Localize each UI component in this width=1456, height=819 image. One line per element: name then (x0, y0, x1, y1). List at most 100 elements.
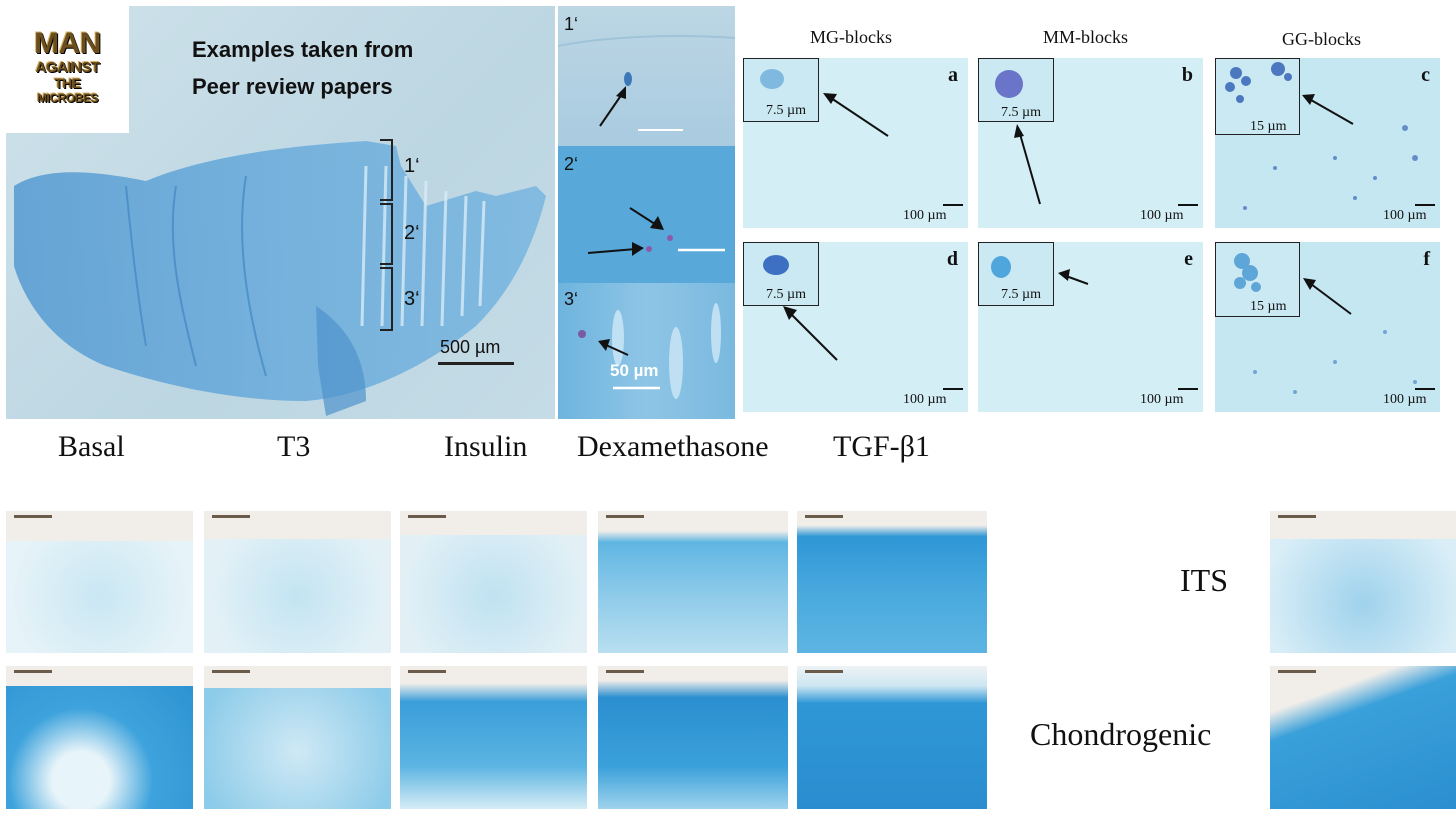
logo-line-3: THE (54, 75, 81, 91)
scale-label: 100 µm (1140, 392, 1184, 407)
particle-illustration (995, 70, 1023, 98)
detail-label-2: 2‘ (564, 154, 579, 174)
tile-scale-bar (408, 515, 446, 518)
tile-its-right (1270, 511, 1456, 653)
tile-scale-bar (14, 670, 52, 673)
arrow-icon (558, 35, 735, 131)
section-brackets (380, 139, 393, 331)
scale-bar (1178, 388, 1198, 390)
tile-scale-bar (1278, 670, 1316, 673)
brand-logo: MAN AGAINST THE MICROBES (6, 6, 129, 133)
scale-bar (1415, 388, 1435, 390)
inset-scale-label: 7.5 µm (766, 103, 806, 118)
inset-scale-label: 15 µm (1250, 119, 1287, 134)
tile-chondro-t3 (204, 666, 391, 809)
inset-image: 7.5 µm (743, 242, 819, 306)
inset-scale-label: 7.5 µm (1001, 105, 1041, 120)
detail-panel-2: 2‘ (558, 146, 735, 285)
main-scale-bar (438, 362, 514, 365)
inset-image: 15 µm (1215, 58, 1300, 135)
tile-scale-bar (805, 515, 843, 518)
grid-cell-f: 15 µm f 100 µm (1215, 242, 1440, 412)
arrow-icon (587, 207, 725, 256)
tissue-section-illustration (14, 141, 546, 416)
scale-label: 100 µm (1140, 208, 1184, 223)
scale-bar (1178, 204, 1198, 206)
cell-letter: a (948, 64, 958, 86)
cell-letter: e (1184, 248, 1193, 270)
tile-scale-bar (805, 670, 843, 673)
cell-letter: c (1421, 64, 1430, 86)
logo-line-4: MICROBES (37, 91, 98, 105)
tile-chondro-insulin (400, 666, 587, 809)
detail-label-3: 3‘ (564, 289, 579, 309)
bracket-label-3: 3‘ (404, 288, 420, 310)
tile-chondro-right (1270, 666, 1456, 809)
tile-scale-bar (408, 670, 446, 673)
column-header-mg: MG-blocks (810, 27, 892, 47)
inset-scale-label: 15 µm (1250, 299, 1287, 314)
scale-label: 100 µm (903, 208, 947, 223)
grid-cell-e: 7.5 µm e 100 µm (978, 242, 1203, 412)
particle-illustration (763, 255, 789, 275)
bracket-label-1: 1‘ (404, 155, 420, 177)
grid-cell-a: 7.5 µm a 100 µm (743, 58, 968, 228)
detail-label-1: 1‘ (564, 14, 579, 34)
tile-scale-bar (212, 515, 250, 518)
inset-scale-label: 7.5 µm (1001, 287, 1041, 302)
tile-its-tgf (797, 511, 987, 653)
treatment-label-dexamethasone: Dexamethasone (577, 430, 769, 463)
inset-image: 7.5 µm (978, 58, 1054, 122)
detail-panel-1: 1‘ (558, 6, 735, 146)
treatment-label-tgf: TGF-β1 (833, 430, 930, 463)
row-label-chondrogenic: Chondrogenic (1030, 716, 1212, 752)
inset-image: 7.5 µm (743, 58, 819, 122)
tile-its-insulin (400, 511, 587, 653)
inset-scale-label: 7.5 µm (766, 287, 806, 302)
cell-letter: d (946, 248, 958, 270)
tile-scale-bar (606, 670, 644, 673)
grid-cell-c: 15 µm c 100 µm (1215, 58, 1440, 228)
treatment-label-insulin: Insulin (444, 430, 528, 463)
tile-its-dexamethasone (598, 511, 788, 653)
detail-panel-3: 3‘ 50 µm (558, 283, 735, 419)
scale-label: 100 µm (903, 392, 947, 407)
grid-cell-d: 7.5 µm d 100 µm (743, 242, 968, 412)
column-header-mm: MM-blocks (1043, 27, 1128, 47)
caption-line-2: Peer review papers (192, 74, 393, 99)
logo-line-2: AGAINST (35, 59, 101, 76)
tile-chondro-dexamethasone (598, 666, 788, 809)
particle-illustration (1225, 62, 1292, 103)
tile-its-basal (6, 511, 193, 653)
cell-letter: b (1181, 64, 1193, 86)
detail-scale-label: 50 µm (610, 361, 659, 380)
tile-its-t3 (204, 511, 391, 653)
row-label-its: ITS (1180, 562, 1228, 598)
inset-image: 15 µm (1215, 242, 1300, 317)
grid-cell-b: 7.5 µm b 100 µm (978, 58, 1203, 228)
scale-bar (943, 204, 963, 206)
scale-label: 100 µm (1383, 208, 1427, 223)
arrow-icon (578, 303, 721, 399)
column-header-gg: GG-blocks (1282, 29, 1361, 49)
tile-scale-bar (1278, 515, 1316, 518)
logo-line-1: MAN (34, 27, 101, 60)
cell-letter: f (1423, 248, 1430, 270)
tile-background (6, 666, 193, 686)
caption-line-1: Examples taken from (192, 37, 414, 62)
tile-chondro-basal (6, 666, 193, 809)
main-scale-label: 500 µm (440, 337, 501, 357)
treatment-label-basal: Basal (58, 430, 125, 463)
particle-illustration (760, 69, 784, 89)
treatment-label-t3: T3 (277, 430, 311, 463)
particle-illustration (991, 256, 1011, 278)
tile-scale-bar (14, 515, 52, 518)
bracket-label-2: 2‘ (404, 222, 420, 244)
scale-bar (1415, 204, 1435, 206)
inset-image: 7.5 µm (978, 242, 1054, 306)
scale-label: 100 µm (1383, 392, 1427, 407)
tile-scale-bar (606, 515, 644, 518)
main-histology-image (6, 6, 555, 419)
tile-background (204, 666, 391, 688)
tile-scale-bar (212, 670, 250, 673)
